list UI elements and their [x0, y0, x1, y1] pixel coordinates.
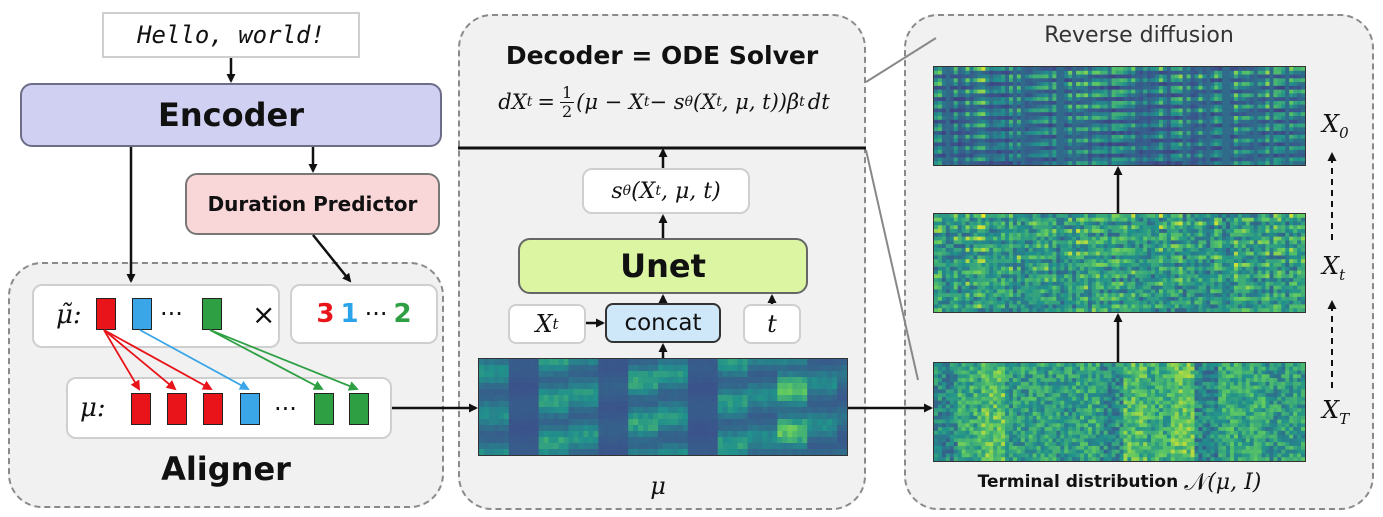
- spectrogram-xT: [933, 362, 1306, 462]
- terminal-math: (μ, I): [1207, 469, 1262, 495]
- token-red: [96, 298, 116, 330]
- eq-frac-num: 1: [559, 82, 575, 103]
- label-x0-sub: 0: [1339, 123, 1349, 142]
- mu-spectrogram: [478, 358, 848, 456]
- encoder-block: Encoder: [20, 83, 442, 147]
- duration-value-3: 2: [393, 299, 412, 329]
- decoder-title: Decoder = ODE Solver: [505, 40, 819, 70]
- eq-lhs-sub: t: [526, 94, 533, 110]
- duration-ellipsis: ···: [364, 300, 388, 328]
- label-xt: Xt: [1322, 252, 1345, 284]
- mu-caption-wrap: μ: [618, 470, 698, 502]
- input-text: Hello, world!: [137, 21, 325, 49]
- eq-lhs: dX: [498, 90, 527, 114]
- times-symbol: ×: [252, 298, 276, 331]
- score-sub-2: t: [655, 183, 661, 199]
- unet-label: Unet: [620, 247, 706, 285]
- unet-block: Unet: [518, 238, 808, 294]
- t-input-box: t: [743, 304, 801, 344]
- token-red-1: [131, 393, 151, 425]
- mu-label: μ:: [80, 393, 106, 423]
- aligner-title-wrap: Aligner: [8, 444, 444, 494]
- label-xT-main: X: [1322, 396, 1340, 424]
- reverse-diffusion-title-wrap: Reverse diffusion: [904, 20, 1374, 50]
- score-main: s: [611, 178, 623, 204]
- spectrogram-xT-image: [934, 363, 1305, 461]
- duration-value-2: 1: [340, 299, 359, 329]
- aligner-title: Aligner: [161, 450, 291, 488]
- eq-body-5: dt: [807, 90, 830, 114]
- duration-value-1: 3: [316, 299, 335, 329]
- mu-row-ellipsis: ···: [274, 395, 297, 423]
- mu-tilde-row: μ̃: ···: [32, 284, 280, 348]
- terminal-symbol: 𝒩: [1184, 468, 1208, 496]
- duration-predictor-label: Duration Predictor: [207, 192, 418, 216]
- decoder-title-wrap: Decoder = ODE Solver: [458, 38, 866, 72]
- mu-row: μ: ···: [66, 377, 392, 439]
- eq-body-sub-2: θ: [684, 94, 694, 110]
- terminal-caption-wrap: Terminal distribution 𝒩 (μ, I): [933, 464, 1306, 500]
- durations-box: 3 1 ··· 2: [290, 284, 438, 344]
- label-x0-main: X: [1322, 110, 1340, 138]
- spectrogram-x0-image: [934, 67, 1305, 165]
- token-red-2: [167, 393, 187, 425]
- xt-input-main: X: [535, 310, 553, 338]
- duration-predictor-block: Duration Predictor: [185, 173, 440, 235]
- label-xt-main: X: [1322, 252, 1340, 280]
- concat-label: concat: [624, 310, 702, 336]
- label-xt-sub: t: [1339, 265, 1346, 284]
- label-xT-sub: T: [1339, 409, 1350, 428]
- eq-body-sub-3: t: [716, 94, 722, 110]
- input-text-box: Hello, world!: [102, 12, 360, 58]
- spectrogram-xt-image: [934, 214, 1305, 312]
- eq-equals: =: [537, 90, 555, 114]
- token-blue-1: [240, 393, 260, 425]
- token-green-2: [349, 393, 369, 425]
- score-sub: θ: [622, 183, 632, 199]
- label-x0: X0: [1322, 110, 1349, 142]
- eq-body-sub-1: t: [643, 94, 650, 110]
- token-blue: [132, 298, 152, 330]
- eq-body-2: − s: [649, 90, 685, 114]
- eq-body-4: , μ, t))β: [721, 90, 800, 114]
- spectrogram-x0: [933, 66, 1306, 166]
- eq-body-3: (X: [693, 90, 717, 114]
- mu-caption: μ: [650, 472, 666, 500]
- t-input-label: t: [767, 310, 777, 338]
- eq-body-1: (μ − X: [576, 90, 644, 114]
- reverse-diffusion-title: Reverse diffusion: [1044, 22, 1234, 48]
- eq-body-sub-4: t: [799, 94, 805, 110]
- label-xT: XT: [1322, 396, 1349, 428]
- spectrogram-xt: [933, 213, 1306, 313]
- token-green: [202, 298, 222, 330]
- concat-block: concat: [605, 303, 721, 343]
- token-ellipsis: ···: [160, 300, 183, 328]
- token-green-1: [314, 393, 334, 425]
- encoder-label: Encoder: [158, 96, 304, 134]
- xt-input-sub: t: [552, 315, 559, 333]
- score-rest-2: , μ, t): [660, 178, 721, 204]
- score-rest-1: (X: [631, 178, 656, 204]
- eq-frac-den: 2: [561, 101, 573, 121]
- mu-spectrogram-image: [479, 359, 847, 455]
- token-red-3: [203, 393, 223, 425]
- eq-fraction: 1 2: [559, 82, 575, 121]
- terminal-caption: Terminal distribution: [977, 472, 1179, 492]
- mu-tilde-label: μ̃:: [56, 300, 82, 330]
